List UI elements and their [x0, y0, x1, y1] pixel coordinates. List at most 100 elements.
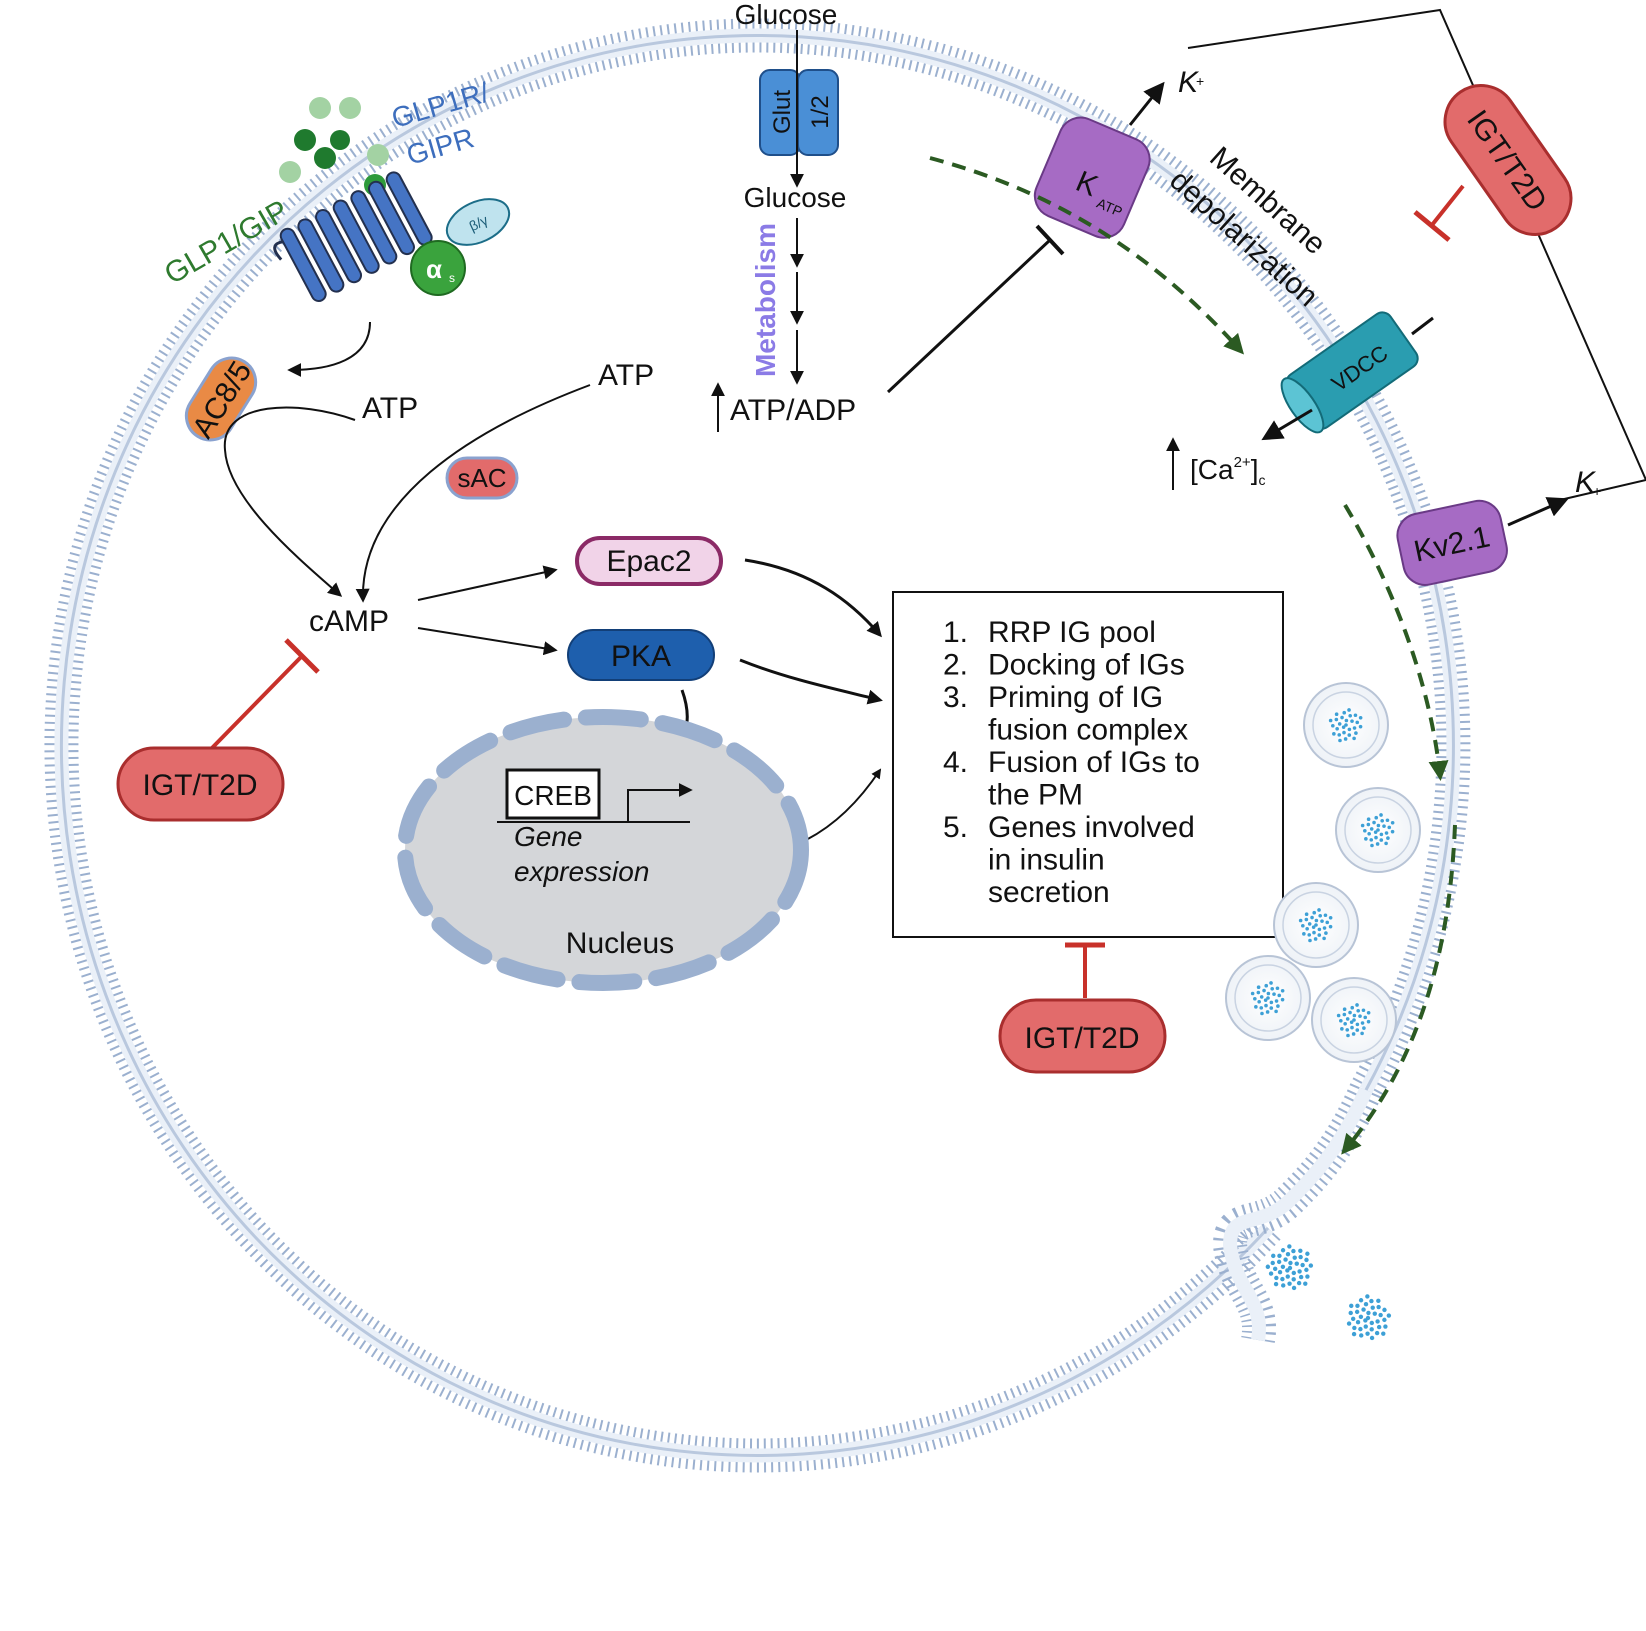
pka-to-box-arrow — [739, 658, 883, 705]
vdcc-stalk — [1411, 316, 1434, 336]
camp-inhibition — [210, 638, 320, 750]
glut-number-label: 1/2 — [807, 95, 834, 128]
insulin-dot — [1276, 1259, 1282, 1265]
insulin-dot — [1304, 1267, 1309, 1273]
atp-label-2: ATP — [598, 359, 654, 392]
sac-icon: sAC — [445, 456, 519, 500]
insulin-dot — [1291, 1277, 1296, 1282]
kv-channel-icon: Kv2.1 — [1396, 499, 1508, 586]
insulin-dot — [1272, 1266, 1278, 1272]
insulin-dot — [1271, 1253, 1276, 1259]
insulin-dot — [1291, 1285, 1297, 1291]
epac2-to-box-arrow — [744, 558, 882, 638]
insulin-dot — [1386, 1313, 1392, 1318]
alpha-s-sub: s — [449, 271, 455, 285]
insulin-dot — [1363, 1318, 1368, 1323]
insulin-dot — [1354, 1309, 1360, 1315]
k-plus-kv-label: K — [1575, 466, 1597, 499]
outcome-text: Genes involved — [988, 811, 1195, 844]
outcome-number: 3. — [943, 681, 968, 714]
insulin-dot — [1383, 1324, 1388, 1329]
insulin-dot — [1270, 1260, 1275, 1266]
receptor-to-ac-arrow — [287, 321, 371, 377]
insulin-dot — [1294, 1261, 1299, 1266]
nucleus-label: Nucleus — [566, 927, 674, 960]
insulin-dot — [1376, 1298, 1381, 1304]
insulin-dot — [1375, 1319, 1380, 1324]
glut-transporter-icon: Glut 1/2 — [759, 69, 839, 156]
insulin-dot — [1363, 1302, 1369, 1307]
outcome-number: 4. — [943, 746, 968, 779]
insulin-dot — [1376, 1324, 1382, 1330]
insulin-dot — [1300, 1262, 1305, 1268]
metabolism-label: Metabolism — [750, 223, 781, 377]
sac-atp-to-camp-arrow — [355, 384, 591, 603]
insulin-dot — [1280, 1248, 1286, 1253]
insulin-dot — [1280, 1276, 1285, 1282]
insulin-dot — [1298, 1248, 1303, 1254]
outcome-text: fusion complex — [988, 714, 1188, 747]
k-plus-kv-sign: + — [1593, 483, 1601, 499]
insulin-dot — [1359, 1333, 1364, 1338]
insulin-dot — [1292, 1255, 1297, 1260]
insulin-granule-icon — [1225, 955, 1311, 1041]
outcome-number: 5. — [943, 811, 968, 844]
insulin-dot — [1308, 1263, 1314, 1268]
insulin-dot — [1296, 1280, 1302, 1286]
insulin-dot — [1298, 1254, 1303, 1260]
insulin-dot — [1365, 1331, 1370, 1336]
epac2-label: Epac2 — [606, 545, 691, 578]
insulin-dot — [1350, 1316, 1356, 1322]
insulin-dot — [1281, 1283, 1286, 1288]
atp-katp-inhibition — [886, 224, 1065, 394]
outcome-text: in insulin — [988, 844, 1105, 877]
insulin-dot — [1285, 1274, 1290, 1279]
insulin-dot — [1348, 1310, 1353, 1316]
insulin-dot — [1287, 1281, 1292, 1286]
ca-label: [Ca2+]c — [1190, 454, 1265, 488]
pka-label: PKA — [611, 640, 671, 673]
outcome-text: Docking of IGs — [988, 649, 1185, 682]
box-inhibition — [1065, 942, 1105, 998]
insulin-granules — [1225, 682, 1421, 1063]
insulin-granule-icon — [1303, 682, 1389, 768]
k-plus-top-label: K — [1178, 66, 1200, 99]
g-beta-gamma-icon: β/γ — [445, 198, 511, 246]
glucose-in-label: Glucose — [744, 182, 847, 213]
insulin-dot — [1355, 1303, 1360, 1309]
insulin-dot — [1349, 1303, 1354, 1309]
insulin-dot — [1268, 1271, 1274, 1276]
insulin-dot — [1346, 1321, 1352, 1326]
insulin-dot — [1274, 1275, 1279, 1281]
insulin-dot — [1277, 1253, 1282, 1259]
depolarization-inhibition — [1413, 184, 1465, 242]
outcome-text: Fusion of IGs to — [988, 746, 1200, 779]
insulin-dot — [1378, 1312, 1383, 1318]
outcome-text: secretion — [988, 876, 1110, 909]
kv-dashed-arrow-2 — [1341, 824, 1457, 1155]
insulin-dot — [1265, 1264, 1271, 1269]
insulin-dot — [1370, 1305, 1375, 1310]
insulin-dot — [1285, 1252, 1291, 1257]
ac-atp-to-camp-arrow — [223, 406, 356, 597]
cell-membrane — [44, 18, 1471, 1473]
creb-label: CREB — [514, 780, 592, 811]
insulin-granule-icon — [1273, 882, 1359, 968]
camp-to-pka-arrow — [417, 627, 558, 656]
pka-icon: PKA — [567, 629, 715, 681]
outcome-number: 1. — [943, 616, 968, 649]
k-plus-top-sign: + — [1196, 73, 1204, 89]
sac-label: sAC — [457, 463, 506, 493]
atp-label-1: ATP — [362, 392, 418, 425]
insulin-dot — [1381, 1331, 1386, 1336]
insulin-dot — [1291, 1270, 1297, 1276]
insulin-dot — [1303, 1281, 1308, 1286]
glucose-out-label: Glucose — [735, 0, 838, 30]
alpha-s-label: α — [426, 254, 442, 284]
insulin-dot — [1283, 1257, 1288, 1262]
ca-influx-arrow — [1261, 408, 1313, 441]
ac85-icon: AC8/5 — [184, 356, 258, 444]
igt-t2d-label-1: IGT/T2D — [142, 769, 257, 802]
